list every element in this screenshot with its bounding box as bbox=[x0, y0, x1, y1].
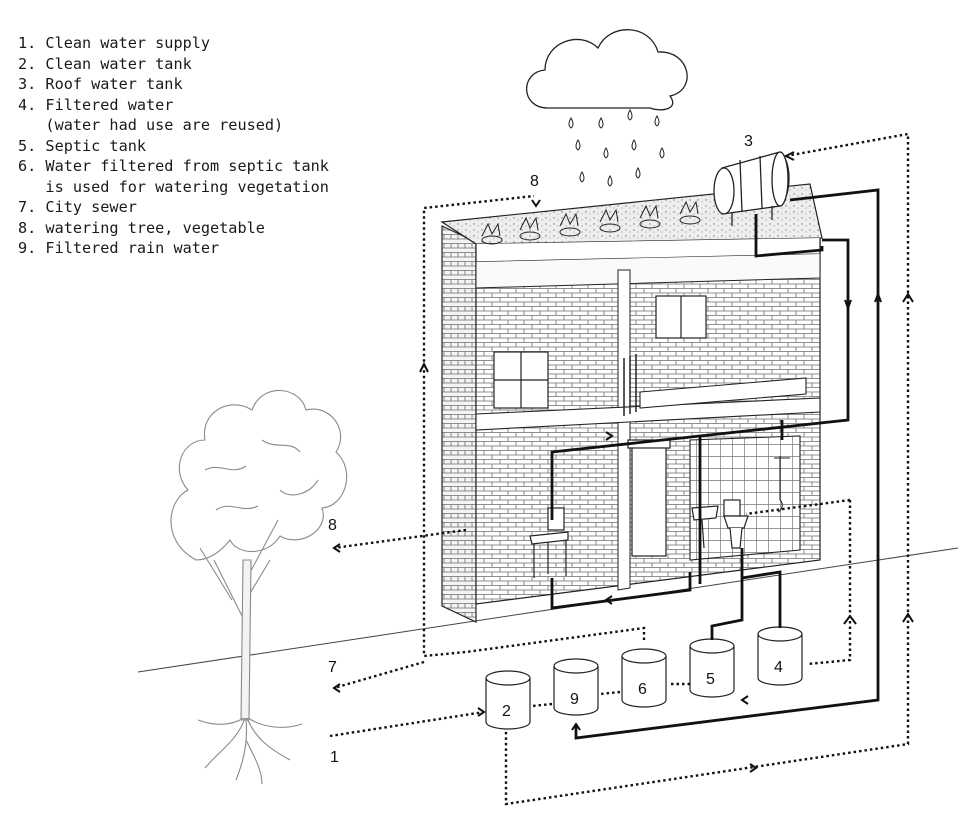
legend: 1. Clean water supply 2. Clean water tan… bbox=[18, 33, 329, 259]
legend-item: 3. Roof water tank bbox=[18, 75, 183, 93]
tank-2 bbox=[485, 670, 531, 730]
label-tank-6: 6 bbox=[638, 681, 647, 698]
label-tank-5: 5 bbox=[706, 671, 715, 688]
tank-4 bbox=[757, 626, 803, 686]
roof-plants bbox=[481, 200, 701, 245]
label-roof-garden: 8 bbox=[530, 173, 539, 190]
floor-slab bbox=[475, 397, 821, 431]
legend-item: 1. Clean water supply bbox=[18, 34, 211, 52]
label-city-sewer: 7 bbox=[328, 659, 337, 676]
clean-water-lines bbox=[550, 188, 880, 740]
window bbox=[493, 295, 707, 409]
toilet-icon bbox=[723, 499, 749, 549]
legend-item: (water had use are reused) bbox=[18, 116, 284, 134]
roof-tank-icon bbox=[713, 151, 790, 226]
label-tank-4: 4 bbox=[774, 659, 783, 676]
legend-item: 8. watering tree, vegetable bbox=[18, 218, 265, 237]
bathroom-wall bbox=[689, 435, 801, 561]
label-tank-9: 9 bbox=[570, 691, 579, 708]
ground-line bbox=[137, 547, 959, 673]
legend-item: 2. Clean water tank bbox=[18, 54, 192, 73]
door bbox=[627, 439, 671, 557]
label-watering-outlet: 8 bbox=[328, 517, 337, 534]
label-supply-inlet: 1 bbox=[330, 749, 339, 766]
tank-9 bbox=[553, 658, 599, 716]
legend-item: 5. Septic tank bbox=[18, 136, 147, 155]
tree-icon bbox=[170, 389, 348, 785]
legend-item: 9. Filtered rain water bbox=[18, 239, 220, 257]
legend-item: 7. City sewer bbox=[18, 198, 137, 216]
label-tank-2: 2 bbox=[502, 703, 511, 720]
balcony bbox=[639, 377, 807, 409]
legend-item: 6. Water filtered from septic tank bbox=[18, 157, 329, 175]
label-roof-tank: 3 bbox=[744, 133, 753, 150]
building-side-wall bbox=[441, 225, 477, 623]
tank-6 bbox=[621, 648, 667, 708]
legend-item: is used for watering vegetation bbox=[18, 177, 329, 196]
tank-5 bbox=[689, 638, 735, 698]
flow-arrows bbox=[332, 151, 914, 773]
shower-icon bbox=[774, 456, 790, 513]
legend-item: 4. Filtered water bbox=[18, 95, 174, 114]
reuse-lines bbox=[329, 132, 910, 806]
cloud-icon bbox=[525, 29, 688, 111]
raindrop-icon bbox=[568, 108, 665, 187]
